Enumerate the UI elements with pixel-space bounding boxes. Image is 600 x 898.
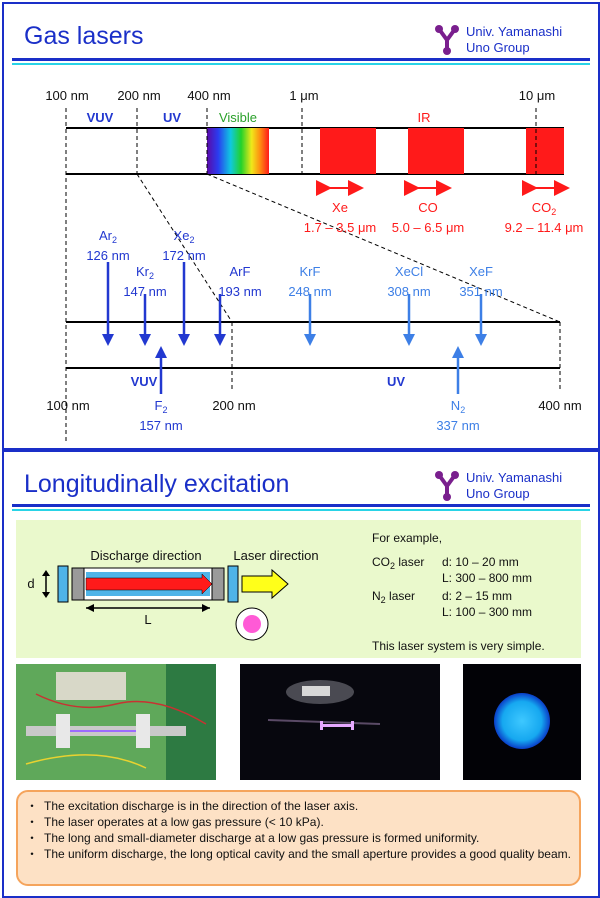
- bottom-region-vuv: VUV: [130, 374, 158, 389]
- region-ir: IR: [417, 110, 431, 125]
- laser-xe2: Xe2 172 nm: [162, 228, 206, 263]
- laser-kr2: Kr2 147 nm: [123, 264, 167, 299]
- logo-text: Univ. Yamanashi Uno Group: [466, 24, 563, 55]
- scale-1um: 1 μm: [289, 88, 319, 103]
- region-vuv: VUV: [86, 110, 114, 125]
- scale-100nm: 100 nm: [45, 88, 89, 103]
- section-rule-accent: [12, 509, 590, 511]
- spectrum-diagram: [65, 108, 570, 444]
- ir-band-co: [408, 128, 464, 174]
- laser-xe: Xe 1.7 – 3.5 μm: [303, 200, 377, 235]
- region-visible: Visible: [218, 110, 258, 125]
- scale-10um: 10 μm: [518, 88, 556, 103]
- laser-direction-label: Laser direction: [233, 548, 319, 563]
- ir-band-co2: [526, 128, 564, 174]
- discharge-direction-label: Discharge direction: [90, 548, 202, 563]
- scale-400nm: 400 nm: [187, 88, 231, 103]
- laser-f2: F2 157 nm: [139, 398, 183, 433]
- discharge-photo: [240, 664, 440, 780]
- laser-co2: CO2 9.2 – 11.4 μm: [504, 200, 584, 235]
- laser-co: CO 5.0 – 6.5 μm: [391, 200, 465, 235]
- gas-lasers-panel: Gas lasers Univ. Yamanashi Uno Group: [2, 2, 600, 450]
- laser-tube-diagram: [42, 565, 289, 641]
- title-rule-accent: [12, 63, 590, 65]
- summary-item: The uniform discharge, the long optical …: [26, 846, 579, 862]
- summary-item: The long and small-diameter discharge at…: [26, 830, 579, 846]
- region-uv: UV: [162, 110, 182, 125]
- scale-200nm: 200 nm: [117, 88, 161, 103]
- bottom-region-uv: UV: [386, 374, 406, 389]
- summary-box: The excitation discharge is in the direc…: [16, 790, 581, 886]
- length-label: L: [144, 612, 152, 627]
- summary-item: The laser operates at a low gas pressure…: [26, 814, 579, 830]
- bottom-scale-100nm: 100 nm: [46, 398, 90, 413]
- laser-krf: KrF 248 nm: [288, 264, 332, 299]
- page-title: Gas lasers: [24, 22, 144, 50]
- visible-band: [207, 128, 269, 174]
- section-title: Longitudinally excitation: [24, 470, 290, 498]
- laser-n2: N2 337 nm: [436, 398, 480, 433]
- university-logo-icon: [435, 25, 459, 55]
- laser-arf: ArF 193 nm: [218, 264, 262, 299]
- section-rule: [12, 504, 590, 507]
- bottom-scale-400nm: 400 nm: [538, 398, 582, 413]
- bottom-scale-200nm: 200 nm: [212, 398, 256, 413]
- university-logo-icon: [435, 471, 459, 501]
- example-box: Discharge direction Laser direction d L …: [16, 520, 581, 658]
- apparatus-photo: [16, 664, 216, 780]
- laser-ar2: Ar2 126 nm: [86, 228, 130, 263]
- summary-item: The excitation discharge is in the direc…: [26, 798, 579, 814]
- title-rule: [12, 58, 590, 61]
- laser-xef: XeF 351 nm: [459, 264, 503, 299]
- summary-list: The excitation discharge is in the direc…: [18, 792, 579, 862]
- logo-text: Univ. Yamanashi Uno Group: [466, 470, 563, 501]
- diameter-label: d: [27, 576, 35, 591]
- ir-band-xe: [320, 128, 376, 174]
- laser-xecl: XeCl 308 nm: [387, 264, 431, 299]
- beam-spot-photo: [463, 664, 581, 780]
